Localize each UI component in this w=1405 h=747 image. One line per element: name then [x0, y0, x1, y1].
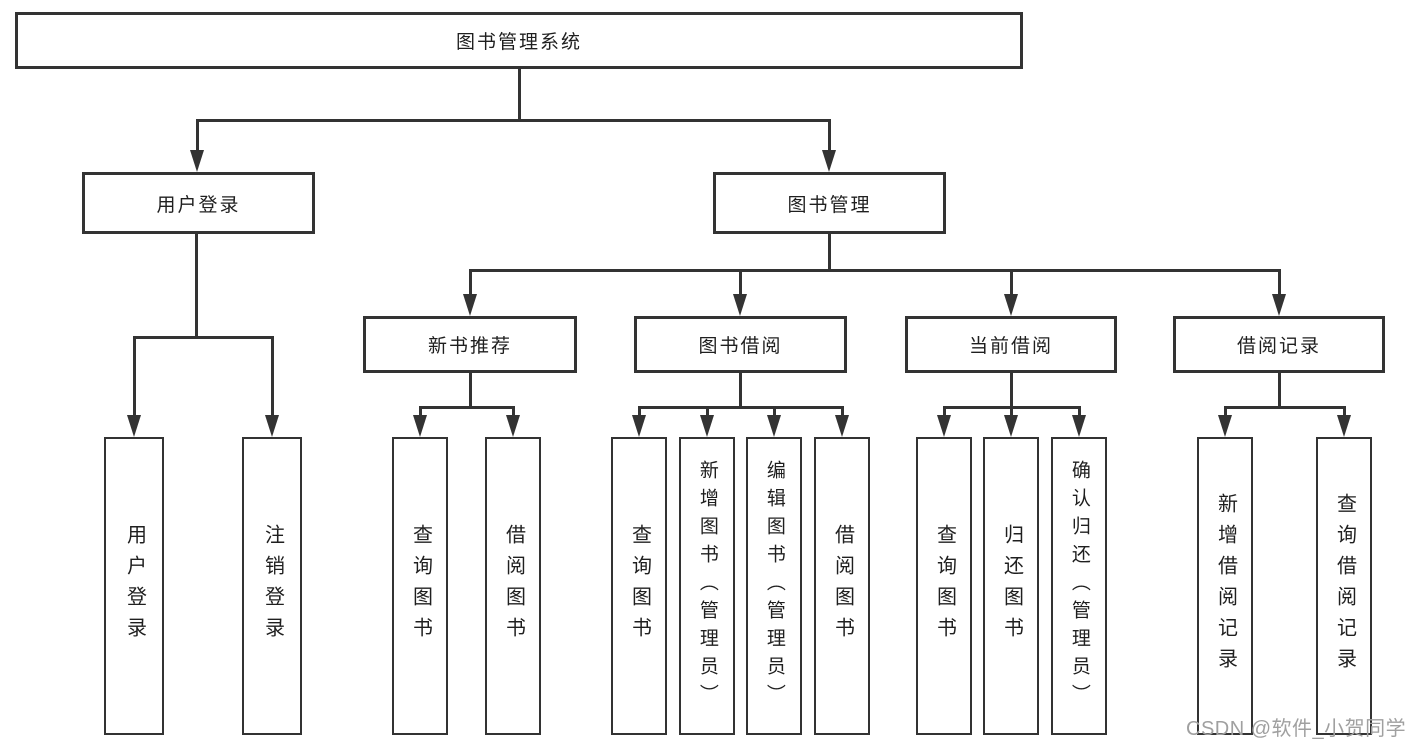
edge-user-login-bar [133, 336, 273, 339]
leaf-label: 新增借阅记录 [1214, 493, 1237, 679]
edge-borrow-records-trunk [1278, 373, 1281, 408]
node-new-book-recommend: 新书推荐 [363, 316, 577, 373]
leaf-label: 借阅图书 [831, 524, 854, 648]
edge-stub-leaf-login [133, 336, 136, 416]
edge-new-books-bar [419, 406, 514, 409]
arrowhead-book-mgmt [822, 150, 836, 172]
arrowhead [1004, 415, 1018, 437]
leaf-borrow-books-recommend: 借阅图书 [485, 437, 541, 735]
leaf-label: 借阅图书 [502, 524, 525, 648]
leaf-label: 确认归还（管理员） [1068, 460, 1090, 712]
arrowhead [632, 415, 646, 437]
leaf-label: 编辑图书（管理员） [763, 460, 785, 712]
leaf-label: 用户登录 [123, 524, 146, 648]
edge-book-mgmt-trunk [828, 234, 831, 271]
edge-root-branch-bar [196, 119, 830, 122]
leaf-query-books-current: 查询图书 [916, 437, 972, 735]
node-label: 图书管理 [787, 194, 872, 216]
leaf-label: 注销登录 [261, 524, 284, 648]
arrowhead [937, 415, 951, 437]
leaf-confirm-return-admin: 确认归还（管理员） [1051, 437, 1107, 735]
node-library-management-system: 图书管理系统 [15, 12, 1023, 69]
arrowhead-current-borrow [1004, 294, 1018, 316]
arrowhead-new-books [463, 294, 477, 316]
edge-new-books-trunk [469, 373, 472, 408]
arrowhead [1337, 415, 1351, 437]
node-book-borrow: 图书借阅 [634, 316, 847, 373]
arrowhead-leaf-login [127, 415, 141, 437]
leaf-query-books-borrow: 查询图书 [611, 437, 667, 735]
leaf-logout: 注销登录 [242, 437, 302, 735]
edge-book-borrow-trunk [739, 373, 742, 408]
edge-book-borrow-bar [638, 406, 843, 409]
edge-book-mgmt-bar [469, 269, 1280, 272]
edge-stub [419, 406, 422, 417]
edge-root-trunk [518, 69, 521, 120]
edge-stub [841, 406, 844, 417]
edge-stub [1224, 406, 1227, 417]
node-label: 图书借阅 [698, 336, 783, 357]
arrowhead [767, 415, 781, 437]
leaf-borrow-books: 借阅图书 [814, 437, 870, 735]
node-label: 用户登录 [156, 194, 241, 216]
leaf-add-books-admin: 新增图书（管理员） [679, 437, 735, 735]
arrowhead [835, 415, 849, 437]
node-user-login: 用户登录 [82, 172, 315, 234]
edge-stub [512, 406, 515, 417]
leaf-add-borrow-record: 新增借阅记录 [1197, 437, 1253, 735]
edge-stub-new-books [469, 269, 472, 295]
edge-stub-current-borrow [1010, 269, 1013, 295]
arrowhead [1072, 415, 1086, 437]
edge-stub [1343, 406, 1346, 417]
edge-stub [1078, 406, 1081, 417]
arrowhead [700, 415, 714, 437]
edge-stub-leaf-logout [271, 336, 274, 416]
edge-stub [943, 406, 946, 417]
leaf-label: 查询图书 [933, 524, 956, 648]
csdn-watermark: CSDN @软件_小贺同学 [1186, 718, 1405, 740]
edge-current-borrow-trunk [1010, 373, 1013, 408]
arrowhead-borrow-records [1272, 294, 1286, 316]
arrowhead [506, 415, 520, 437]
node-label: 借阅记录 [1236, 336, 1321, 357]
leaf-query-books-recommend: 查询图书 [392, 437, 448, 735]
edge-stub [1010, 406, 1013, 417]
node-borrow-records: 借阅记录 [1173, 316, 1385, 373]
edge-stub-book-borrow [739, 269, 742, 295]
leaf-user-login: 用户登录 [104, 437, 164, 735]
arrowhead-user-login [190, 150, 204, 172]
leaf-label: 归还图书 [1000, 524, 1023, 648]
edge-stub [638, 406, 641, 417]
arrowhead-leaf-logout [265, 415, 279, 437]
arrowhead-book-borrow [733, 294, 747, 316]
node-book-management: 图书管理 [713, 172, 946, 234]
edge-borrow-records-bar [1224, 406, 1345, 409]
leaf-label: 新增图书（管理员） [696, 460, 718, 712]
leaf-label: 查询图书 [628, 524, 651, 648]
leaf-query-borrow-record: 查询借阅记录 [1316, 437, 1372, 735]
node-current-borrow: 当前借阅 [905, 316, 1117, 373]
node-label: 图书管理系统 [455, 32, 582, 53]
edge-stub-user-login [196, 119, 199, 152]
edge-stub [706, 406, 709, 417]
edge-stub [773, 406, 776, 417]
leaf-label: 查询图书 [409, 524, 432, 648]
edge-stub-book-mgmt [828, 119, 831, 152]
node-label: 新书推荐 [427, 336, 512, 357]
arrowhead [1218, 415, 1232, 437]
arrowhead [413, 415, 427, 437]
leaf-label: 查询借阅记录 [1333, 493, 1356, 679]
node-label: 当前借阅 [968, 336, 1053, 357]
leaf-return-books: 归还图书 [983, 437, 1039, 735]
leaf-edit-books-admin: 编辑图书（管理员） [746, 437, 802, 735]
edge-user-login-trunk [195, 234, 198, 338]
edge-stub-borrow-records [1278, 269, 1281, 295]
